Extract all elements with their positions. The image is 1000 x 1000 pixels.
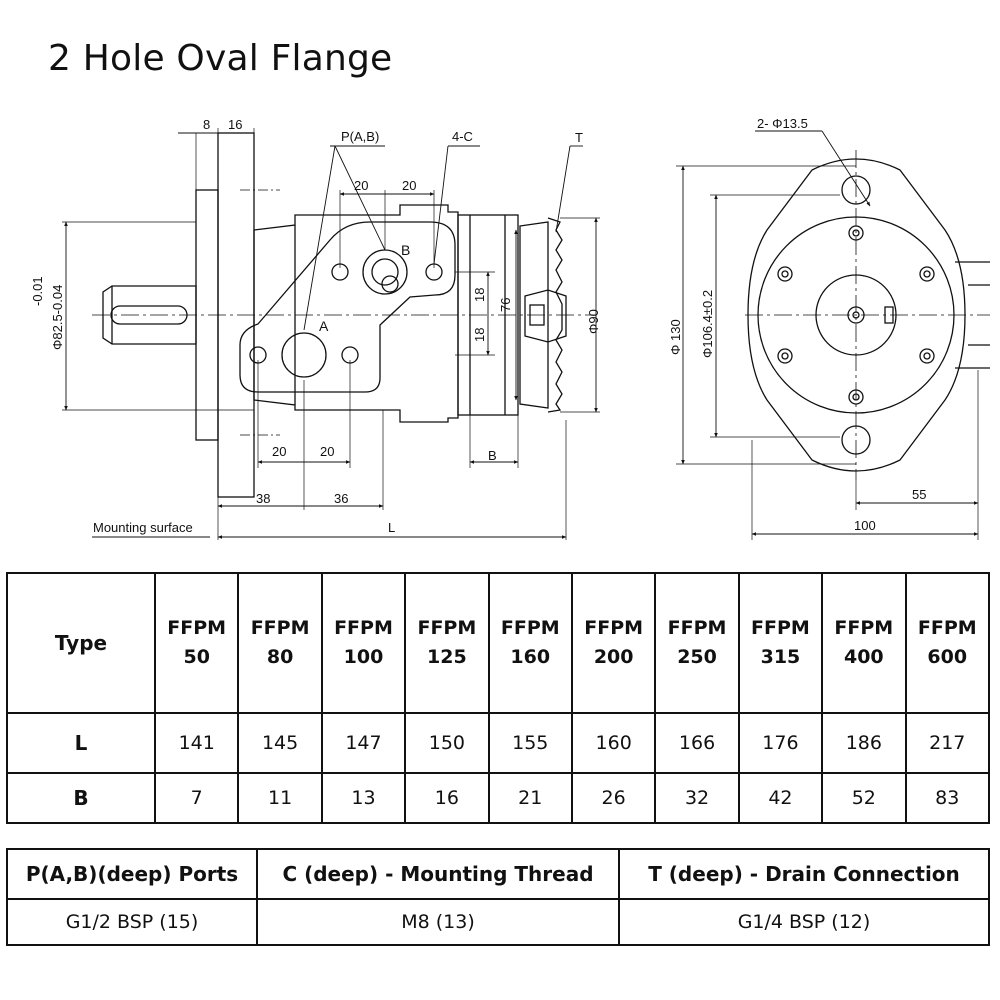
dim-55: 55 [912,487,926,502]
dim-100: 100 [854,518,876,533]
dim-20-top-a: 20 [354,178,368,193]
mounting-surface-label: Mounting surface [93,520,193,535]
table-cell: 141 [153,712,240,774]
page-title: 2 Hole Oval Flange [48,38,393,79]
dim-8: 8 [203,117,210,132]
dim-18-a: 18 [472,288,487,302]
table-cell: 155 [487,712,573,774]
ports-header: P(A,B)(deep) Ports [6,848,258,900]
shaft-diameter: Φ82.5-0.04 [50,285,65,350]
table-cell: 186 [821,712,907,774]
table-cell: 21 [487,772,573,824]
dim-phi106: Φ106.4±0.2 [700,290,715,358]
table-cell: 7 [153,772,240,824]
dim-20-bot-a: 20 [272,444,286,459]
drain-value: G1/4 BSP (12) [618,898,990,946]
type-header: Type [6,572,156,714]
ports-value: G1/2 BSP (15) [6,898,258,946]
dim-76: 76 [498,298,513,312]
table-cell: 217 [904,712,991,774]
dim-phi130: Φ 130 [668,319,683,355]
shaft-tolerance: -0.01 [30,276,45,306]
table-cell: 32 [654,772,740,824]
dim-l: L [388,520,395,535]
spec-row-l: L 141 145 147 150 155 160 166 176 186 21… [6,712,991,774]
table-cell: 42 [737,772,824,824]
table-cell: 16 [404,772,490,824]
port-a-label: A [319,318,329,334]
dim-phi90: Φ90 [586,309,601,334]
connection-value-row: G1/2 BSP (15) M8 (13) G1/4 BSP (12) [6,898,990,946]
connection-table: P(A,B)(deep) Ports C (deep) - Mounting T… [6,848,990,946]
connection-header-row: P(A,B)(deep) Ports C (deep) - Mounting T… [6,848,990,900]
dim-16: 16 [228,117,242,132]
drain-header: T (deep) - Drain Connection [618,848,990,900]
technical-drawing: 8 16 P(A,B) 4-C T 20 20 B A 18 18 76 Φ90… [30,116,990,540]
mount-thread-header: C (deep) - Mounting Thread [256,848,620,900]
mount-holes-label: 4-C [452,129,473,144]
drain-label: T [575,130,583,145]
table-cell: 145 [237,712,323,774]
row-label: L [6,712,156,774]
dim-36: 36 [334,491,348,506]
table-cell: 176 [737,712,824,774]
table-cell: 160 [570,712,657,774]
dim-18-b: 18 [472,328,487,342]
dim-20-bot-b: 20 [320,444,334,459]
row-label: B [6,772,156,824]
table-cell: 150 [404,712,490,774]
mount-thread-value: M8 (13) [256,898,620,946]
ports-label: P(A,B) [341,129,379,144]
table-cell: 13 [320,772,407,824]
spec-row-b: B 7 11 13 16 21 26 32 42 52 83 [6,772,991,824]
table-cell: 147 [320,712,407,774]
table-cell: 26 [570,772,657,824]
dim-38: 38 [256,491,270,506]
table-cell: 52 [821,772,907,824]
table-cell: 166 [654,712,740,774]
port-b-label: B [401,242,410,258]
dim-20-top-b: 20 [402,178,416,193]
table-cell: 11 [237,772,323,824]
table-cell: 83 [904,772,991,824]
dim-b: B [488,448,497,463]
holes-label: 2- Φ13.5 [757,116,808,131]
